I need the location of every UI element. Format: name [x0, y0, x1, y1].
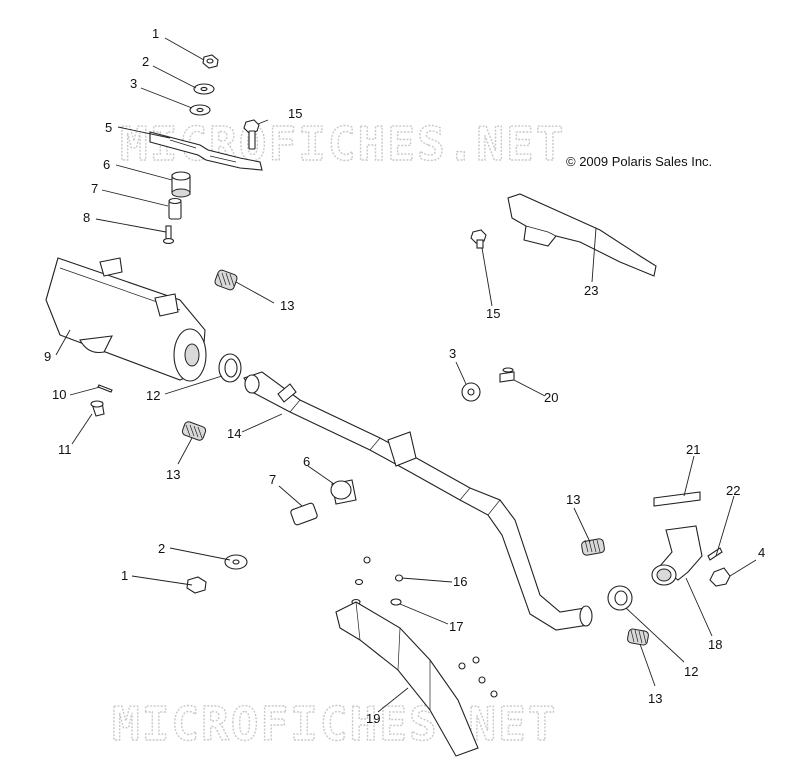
callout-16: 16	[453, 574, 467, 589]
callout-7-top: 7	[91, 181, 98, 196]
part-screw-11	[90, 400, 105, 417]
part-bolt-top	[243, 119, 260, 150]
part-spring-2	[181, 421, 207, 441]
callout-8: 8	[83, 210, 90, 225]
callout-11: 11	[58, 442, 72, 457]
part-washer-3-top	[189, 104, 211, 116]
part-heat-shield-23	[507, 193, 657, 277]
part-washer-lower	[224, 554, 248, 570]
callout-2-top: 2	[142, 54, 149, 69]
callout-1-top: 1	[152, 26, 159, 41]
part-spring-22	[707, 547, 723, 561]
part-pin	[97, 384, 113, 393]
part-head-pipe	[243, 371, 593, 631]
callout-6-lower: 6	[303, 454, 310, 469]
part-nut-lower	[186, 576, 207, 594]
callout-5: 5	[105, 120, 112, 135]
leader-lines	[55, 37, 757, 713]
part-gasket-left	[218, 353, 242, 383]
part-heat-shield-19	[335, 601, 498, 757]
part-elbow-18	[651, 525, 703, 586]
part-bolt-8	[162, 225, 175, 244]
part-spring-3	[581, 538, 605, 556]
part-muffler	[45, 257, 207, 382]
part-gasket-21	[653, 491, 701, 507]
part-fasteners-16-17	[351, 556, 404, 606]
callout-21: 21	[686, 442, 700, 457]
callout-15-top: 15	[288, 106, 302, 121]
callout-12-right: 12	[684, 664, 698, 679]
callout-7-lower: 7	[269, 472, 276, 487]
part-spring-1	[214, 269, 238, 291]
part-sleeve-lower	[290, 502, 318, 526]
callout-labels: 1 2 3 5 15 6 7 8 9 13 10 11 12 14 13 15 …	[44, 26, 765, 726]
callout-18: 18	[708, 637, 722, 652]
callout-6-top: 6	[103, 157, 110, 172]
callout-13-top: 13	[280, 298, 294, 313]
part-sleeve-top	[168, 197, 182, 220]
callout-3-right: 3	[449, 346, 456, 361]
callout-1-lower: 1	[121, 568, 128, 583]
callout-13-bottom: 13	[648, 691, 662, 706]
copyright-notice: © 2009 Polaris Sales Inc.	[566, 154, 712, 169]
part-bracket	[149, 131, 263, 171]
callout-17: 17	[449, 619, 463, 634]
part-washer-top	[193, 83, 215, 95]
part-grommet-lower	[330, 479, 357, 505]
part-bolt-right	[470, 229, 487, 249]
part-bolt-20	[499, 367, 515, 383]
part-nut-4	[709, 567, 731, 587]
part-gasket-right	[607, 585, 633, 611]
callout-3-top: 3	[130, 76, 137, 91]
callout-15-right: 15	[486, 306, 500, 321]
callout-20: 20	[544, 390, 558, 405]
part-spring-4	[627, 628, 649, 646]
callout-19: 19	[366, 711, 380, 726]
part-nut-top	[202, 54, 219, 69]
callout-22: 22	[726, 483, 740, 498]
callout-10: 10	[52, 387, 66, 402]
part-grommet-top	[171, 171, 191, 198]
callout-9: 9	[44, 349, 51, 364]
watermark-bottom: MICROFICHES.NET	[112, 697, 557, 751]
callout-12-left: 12	[146, 388, 160, 403]
callout-23: 23	[584, 283, 598, 298]
callout-4: 4	[758, 545, 765, 560]
callout-14: 14	[227, 426, 241, 441]
callout-13-right: 13	[566, 492, 580, 507]
callout-13-midleft: 13	[166, 467, 180, 482]
callout-2-lower: 2	[158, 541, 165, 556]
part-washer-3-right	[461, 382, 481, 402]
